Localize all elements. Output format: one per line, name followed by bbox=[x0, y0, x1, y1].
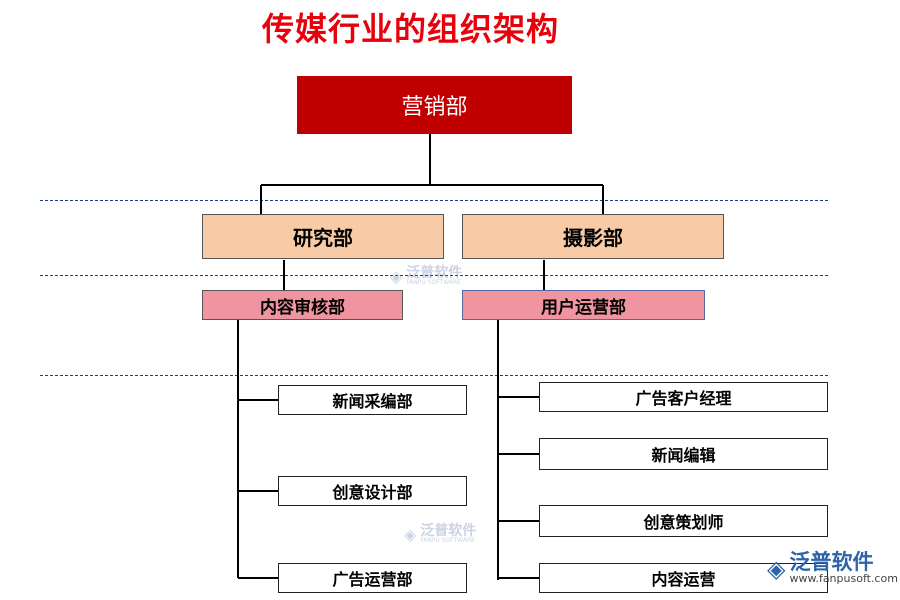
brand-url: www.fanpusoft.com bbox=[789, 572, 898, 585]
fanpu-logo-icon: ◈ bbox=[404, 524, 417, 544]
watermark-name: 泛普软件 bbox=[406, 265, 463, 281]
watermark-name: 泛普软件 bbox=[420, 523, 477, 539]
brand-logo: ◈ 泛普软件 www.fanpusoft.com bbox=[767, 552, 898, 585]
org-node-level1: 研究部 bbox=[202, 214, 444, 259]
org-node-level1: 摄影部 bbox=[462, 214, 724, 259]
org-node-label: 摄影部 bbox=[563, 226, 623, 250]
divider-line bbox=[40, 200, 828, 201]
org-node-level2: 内容审核部 bbox=[202, 290, 403, 320]
org-node-label: 新闻编辑 bbox=[651, 446, 716, 465]
watermark: ◈ 泛普软件 FANPU SOFTWARE bbox=[390, 266, 462, 286]
watermark-sub: FANPU SOFTWARE bbox=[406, 279, 461, 286]
org-node-label: 广告客户经理 bbox=[635, 389, 732, 408]
org-node-leaf: 新闻采编部 bbox=[278, 385, 467, 415]
org-node-leaf: 创意策划师 bbox=[539, 505, 828, 537]
diagram-title: 传媒行业的组织架构 bbox=[262, 10, 560, 48]
org-node-label: 营销部 bbox=[401, 95, 468, 120]
org-node-leaf: 内容运营 bbox=[539, 563, 828, 593]
watermark-sub: FANPU SOFTWARE bbox=[420, 537, 475, 544]
org-node-label: 新闻采编部 bbox=[332, 392, 413, 411]
org-node-label: 创意策划师 bbox=[643, 513, 724, 532]
org-node-label: 创意设计部 bbox=[332, 483, 413, 502]
divider-line bbox=[40, 375, 828, 376]
org-node-label: 内容审核部 bbox=[260, 297, 345, 318]
fanpu-logo-icon: ◈ bbox=[767, 554, 786, 583]
org-node-level2: 用户运营部 bbox=[462, 290, 705, 320]
org-node-leaf: 创意设计部 bbox=[278, 476, 467, 506]
org-node-label: 用户运营部 bbox=[541, 297, 626, 318]
org-node-label: 内容运营 bbox=[651, 570, 716, 589]
brand-name: 泛普软件 bbox=[789, 550, 874, 574]
org-node-leaf: 广告运营部 bbox=[278, 563, 467, 593]
org-node-leaf: 新闻编辑 bbox=[539, 438, 828, 470]
org-node-label: 广告运营部 bbox=[332, 570, 413, 589]
fanpu-logo-icon: ◈ bbox=[390, 266, 403, 286]
divider-line bbox=[40, 275, 828, 276]
watermark: ◈ 泛普软件 FANPU SOFTWARE bbox=[404, 524, 476, 544]
org-node-label: 研究部 bbox=[293, 226, 353, 250]
org-node-root: 营销部 bbox=[297, 76, 572, 134]
org-node-leaf: 广告客户经理 bbox=[539, 382, 828, 412]
